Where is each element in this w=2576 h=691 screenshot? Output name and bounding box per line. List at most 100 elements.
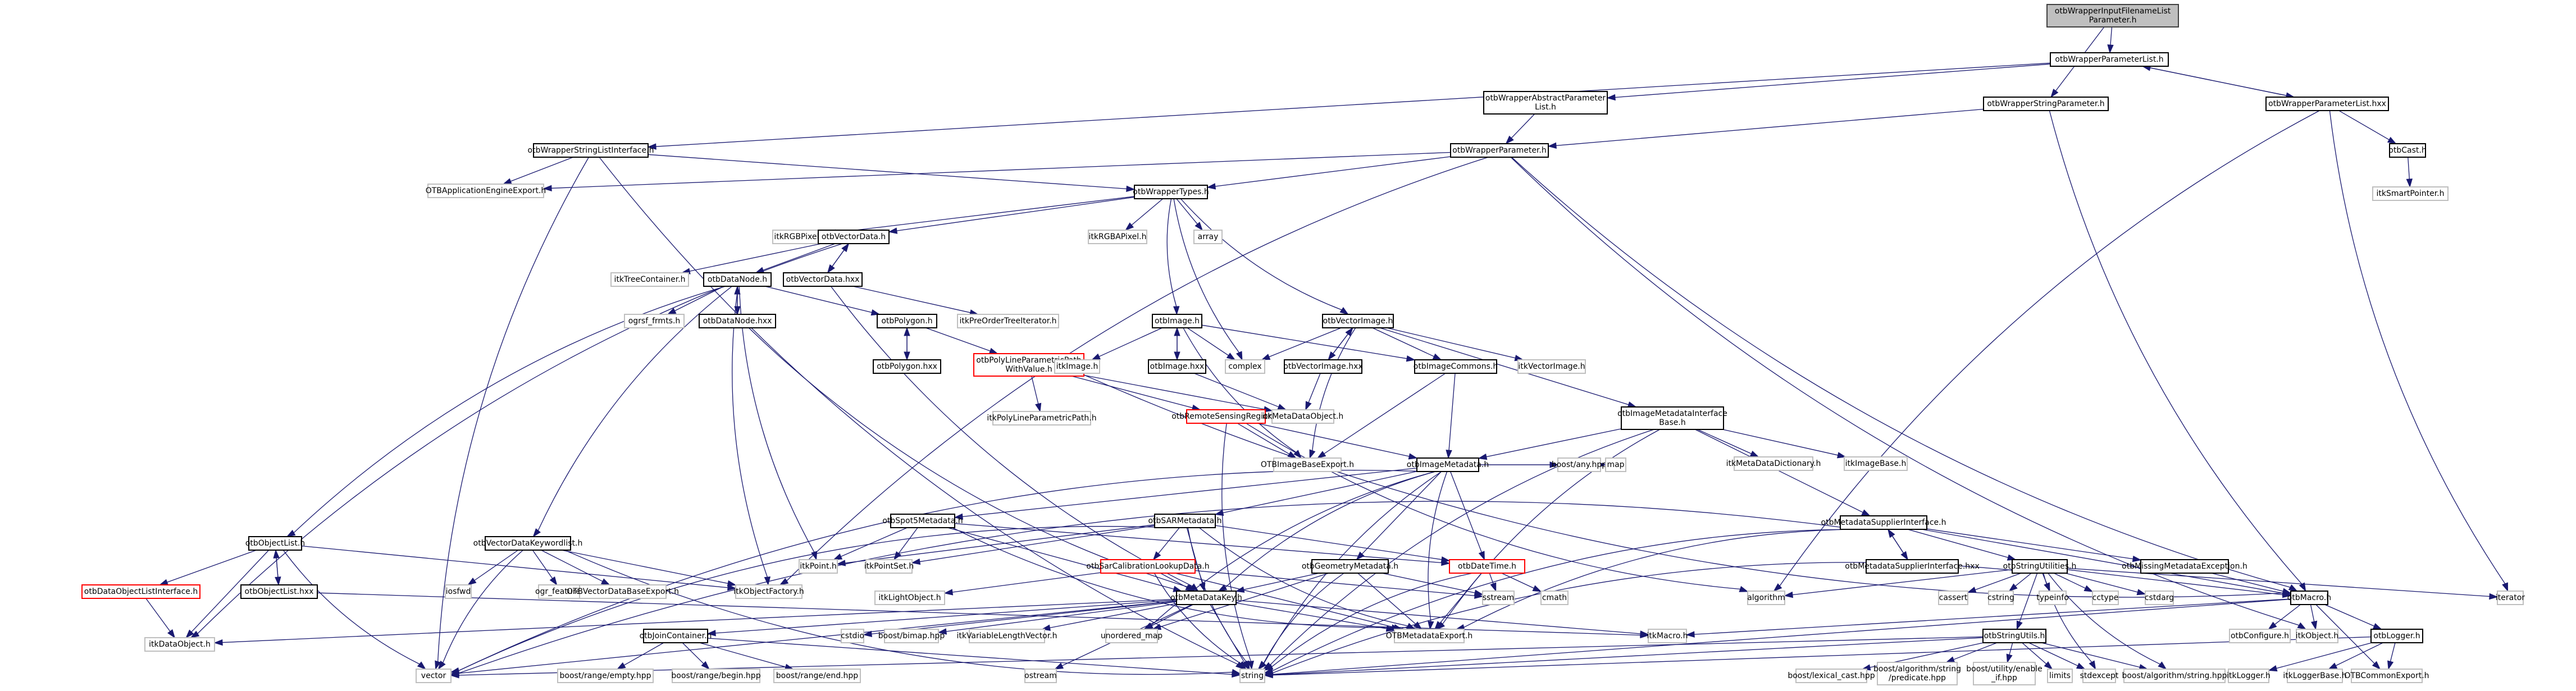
node-otbMacro[interactable]: otbMacro.h [2287,591,2331,605]
node-box [799,559,838,574]
node-joinCont[interactable]: otbJoinContainer.h [640,629,712,643]
edge-dataNode-to-objFactory [732,286,768,578]
edge-otbMacro-to-itkObject [2310,604,2315,622]
node-logger[interactable]: otbLogger.h [2370,629,2423,643]
arrowhead-strUtils-to-predicate [1945,656,1955,663]
edge-mdSupIfHxx-to-mdSupIf [1891,536,1908,560]
node-polygon[interactable]: otbPolygon.h [877,314,937,328]
edge-absParamList-to-param [1511,113,1535,139]
node-strUtilities[interactable]: otbStringUtilities.h [2003,559,2077,574]
node-imgCommons[interactable]: otbImageCommons.h [1414,359,1498,374]
node-imageHxx[interactable]: otbImage.hxx [1148,359,1206,374]
node-strListIface[interactable]: otbWrapperStringListInterface.h [528,143,654,158]
node-dateTime[interactable]: otbDateTime.h [1449,559,1525,574]
arrowhead-mdKey-to-joinCont [706,630,716,637]
node-box [1105,629,1158,643]
node-missingMdExc[interactable]: otbMissingMetadataException.h [2122,559,2247,574]
node-strParam[interactable]: otbWrapperStringParameter.h [1983,97,2109,111]
node-mdSupIfHxx[interactable]: otbMetadataSupplierInterface.hxx [1845,559,1980,574]
node-box [1982,629,2046,643]
arrowhead-strUtils-to-limits [2044,661,2053,670]
edge-param-to-wrapTypes [1215,156,1451,187]
node-box [703,272,772,287]
edge-wrapTypes-to-image [1166,198,1177,307]
node-box [2296,629,2338,643]
arrowhead-dateTime-to-mdExport [1434,621,1443,630]
node-vecImageHxx[interactable]: otbVectorImage.hxx [1283,359,1363,374]
node-label: otbVectorData.hxx [786,275,860,284]
node-box [969,629,1045,643]
arrowhead-geomMd-to-string [1257,661,1266,670]
node-label: OTBApplicationEngineExport.h [426,186,546,195]
node-label: otbCast.h [2388,146,2426,155]
edge-mdKey-to-varLenVec [1050,603,1177,629]
arrowhead-strUtilities-to-algoString [2158,661,2167,670]
node-paramList[interactable]: otbWrapperParameterList.h [2050,52,2169,67]
node-algoString: boost/algorithm/string.hpp [2122,669,2227,683]
node-box [992,411,1091,425]
arrowhead-sarCalib-to-mdKey [1185,584,1195,592]
node-treeCont: itkTreeContainer.h [610,272,689,287]
node-dataObjListIf[interactable]: otbDataObjectListInterface.h [81,584,200,599]
edge-strUtils-to-predicate [1953,642,1998,660]
node-box [1311,559,1389,574]
node-label: sstream [1483,593,1514,602]
node-label: boost/range/begin.hpp [671,671,760,680]
edge-imgMdIfBase-to-itkImgBase [1722,429,1838,456]
edge-imageHxx-to-mdObject [1193,373,1279,408]
edge-image-to-imgCommons [1201,324,1407,359]
node-vectorData[interactable]: otbVectorData.h [818,230,890,244]
node-commonExport: OTBCommonExport.h [2344,669,2429,683]
node-rsRegion[interactable]: otbRemoteSensingRegion.h [1171,409,1280,424]
node-label: itkVariableLengthVector.h [956,631,1057,640]
node-box [1734,456,1813,471]
edge-spot5-to-itkPoint [841,527,908,557]
edge-imgMdIfBase-to-imgMd [1486,428,1622,457]
arrowhead-vecImage-to-complex [1261,354,1271,360]
node-box [2228,669,2269,683]
node-dataNodeHxx[interactable]: otbDataNode.hxx [699,314,776,328]
node-box [81,584,200,599]
node-wrapTypes[interactable]: otbWrapperTypes.h [1133,185,1209,199]
node-sarMd[interactable]: otbSARMetadata.h [1148,514,1222,528]
edge-strUtilities-to-iterator [2067,568,2490,597]
node-imgMd[interactable]: otbImageMetadata.h [1407,457,1489,472]
node-label: itkImage.h [1056,362,1098,371]
edge-joinCont-to-string [707,638,1233,675]
node-objListHxx[interactable]: otbObjectList.hxx [240,584,318,599]
edge-paramList-to-absParamList [1615,63,2051,98]
arrowhead-imgMdIfBase-to-mdSupIf [1861,509,1871,516]
node-box [533,143,649,158]
edge-strUtils-to-stdexcept [2028,642,2078,666]
node-label: otbWrapperParameterList.h [2055,55,2163,64]
edge-dateTime-to-string [1271,573,1473,667]
node-vecImage[interactable]: otbVectorImage.h [1322,314,1394,328]
node-cast[interactable]: otbCast.h [2388,143,2427,158]
node-image[interactable]: otbImage.h [1152,314,1202,328]
edge-geomMd-to-sstream [1382,573,1475,593]
arrowhead-mdKey-to-cstdio [863,630,873,637]
node-label: otbVectorDataKeywordlist.h [473,539,583,548]
node-geomMd[interactable]: otbGeometryMetadata.h [1302,559,1398,574]
node-dataNode[interactable]: otbDataNode.h [703,272,772,287]
edge-sarMd-to-dateTime [1215,525,1442,560]
arrowhead-rsRegion-to-string [1247,660,1254,670]
arrowhead-wrapTypes-to-complex [1235,351,1243,361]
node-strUtils[interactable]: otbStringUtils.h [1982,629,2046,643]
node-param[interactable]: otbWrapperParameter.h [1450,143,1549,158]
node-vdKwList[interactable]: otbVectorDataKeywordlist.h [473,536,583,551]
node-polygonHxx[interactable]: otbPolygon.hxx [873,359,941,374]
node-cassert: cassert [1938,591,1968,605]
node-vectorDataHxx[interactable]: otbVectorData.hxx [783,272,863,287]
node-spot5[interactable]: otbSpot5Metadata.h [882,514,963,528]
node-paramListHxx[interactable]: otbWrapperParameterList.hxx [2265,97,2389,111]
node-box [1225,359,1265,374]
node-sarCalib[interactable]: otbSarCalibrationLookupData.h [1086,559,1210,574]
node-mdKey[interactable]: otbMetaDataKey.h [1170,591,1242,605]
edge-strUtilities-to-cassert [1975,573,2022,591]
node-objList[interactable]: otbObjectList.h [245,536,305,551]
node-mdSupIf[interactable]: otbMetadataSupplierInterface.h [1821,515,1946,530]
